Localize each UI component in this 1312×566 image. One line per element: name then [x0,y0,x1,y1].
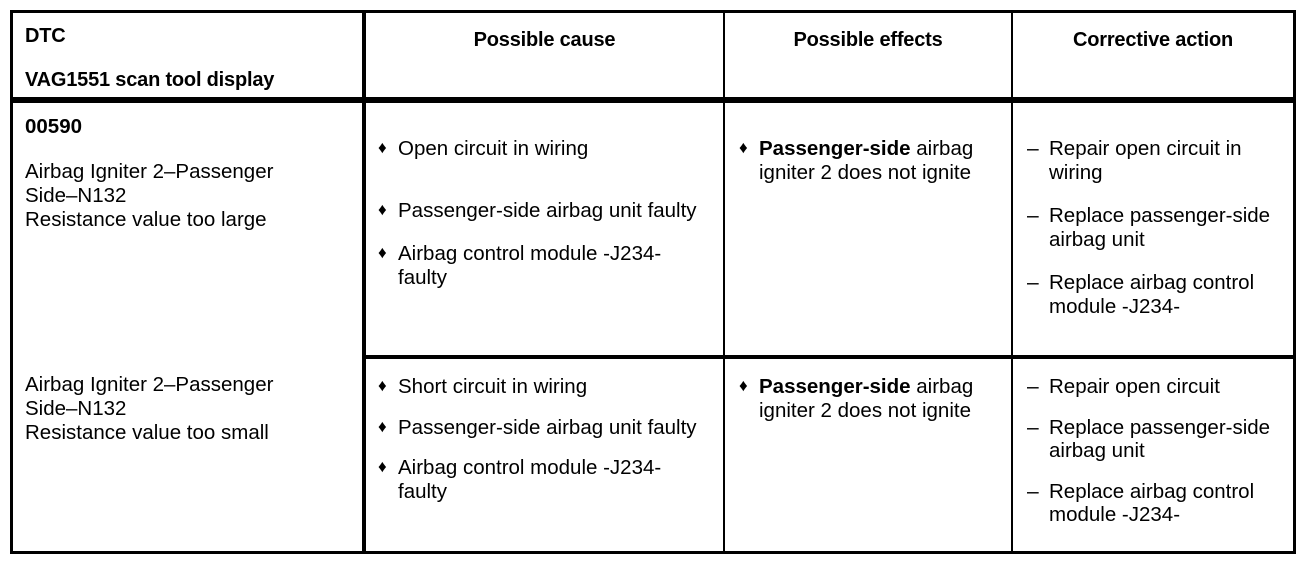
table-row: 00590 Airbag Igniter 2–Passenger Side–N1… [13,103,1293,355]
list-item: ♦ Airbag control module -J234- faulty [378,456,713,503]
corrective-action-list: – Repair open circuit in wiring – Replac… [1027,137,1289,318]
list-item-label: Airbag control module -J234- faulty [398,242,662,289]
list-item-label: Replace airbag control module -J234- [1049,271,1255,318]
cell-possible-effects: ♦ Passenger-side airbag igniter 2 does n… [725,355,1013,551]
diamond-bullet-icon: ♦ [739,376,748,395]
list-item: ♦ Passenger-side airbag igniter 2 does n… [739,137,1005,184]
diamond-bullet-icon: ♦ [378,138,387,157]
possible-cause-list: ♦ Open circuit in wiring ♦ Passenger-sid… [378,137,713,289]
dash-bullet-icon: – [1027,415,1039,439]
cell-dtc: 00590 Airbag Igniter 2–Passenger Side–N1… [13,103,366,355]
dash-bullet-icon: – [1027,137,1039,160]
list-item: ♦ Airbag control module -J234- faulty [378,242,713,289]
table-body: 00590 Airbag Igniter 2–Passenger Side–N1… [13,103,1293,551]
corrective-action-list: – Repair open circuit – Replace passenge… [1027,375,1289,527]
list-item-label: Open circuit in wiring [398,137,589,160]
dash-bullet-icon: – [1027,375,1039,398]
header-possible-effects-label: Possible effects [793,29,943,51]
dtc-description-line: Airbag Igniter 2–Passenger [25,373,274,396]
header-cell-possible-cause: Possible cause [366,13,725,97]
dash-bullet-icon: – [1027,204,1039,228]
diamond-bullet-icon: ♦ [378,457,387,477]
cell-corrective-action: – Repair open circuit in wiring – Replac… [1013,103,1293,355]
list-item-label: Replace passenger-side airbag unit [1049,415,1271,463]
list-item: ♦ Open circuit in wiring [378,137,713,161]
cell-possible-cause: ♦ Short circuit in wiring ♦ Passenger-si… [366,355,725,551]
dash-bullet-icon: – [1027,479,1039,503]
header-possible-cause-label: Possible cause [473,29,616,51]
table-header-row: DTC VAG1551 scan tool display Possible c… [13,13,1293,103]
list-item: ♦ Passenger-side airbag igniter 2 does n… [739,375,1005,422]
list-item: – Replace airbag control module -J234- [1027,271,1289,318]
dtc-description-line: Resistance value too large [25,208,267,232]
list-item: – Replace passenger-side airbag unit [1027,416,1289,463]
diamond-bullet-icon: ♦ [739,138,748,157]
header-cell-possible-effects: Possible effects [725,13,1013,97]
list-item: – Replace passenger-side airbag unit [1027,204,1289,251]
cell-possible-cause: ♦ Open circuit in wiring ♦ Passenger-sid… [366,103,725,355]
dtc-description-line: Side–N132 [25,396,127,420]
list-item: ♦ Short circuit in wiring [378,375,713,399]
cell-possible-effects: ♦ Passenger-side airbag igniter 2 does n… [725,103,1013,355]
list-item-label: Passenger-side airbag igniter 2 does not… [759,375,1005,422]
dtc-description-line: Side–N132 [25,184,127,208]
list-item: – Repair open circuit in wiring [1027,137,1289,184]
list-item-label: Repair open circuit in wiring [1049,137,1242,184]
list-item-label: Airbag control module -J234- faulty [398,456,662,503]
list-item-label: Passenger-side airbag igniter 2 does not… [759,137,1005,184]
dtc-description: Airbag Igniter 2–Passenger Side–N132 Res… [25,160,352,232]
effects-rest: airbag igniter 2 does not ignite [759,137,974,184]
dtc-code: 00590 [25,115,83,138]
list-item-label: Replace airbag control module -J234- [1049,479,1255,527]
list-item: – Repair open circuit [1027,375,1289,399]
dtc-description-line: Resistance value too small [25,420,269,444]
possible-effects-list: ♦ Passenger-side airbag igniter 2 does n… [739,375,1005,422]
diamond-bullet-icon: ♦ [378,376,387,395]
list-item: ♦ Passenger-side airbag unit faulty [378,416,713,440]
dtc-description: Airbag Igniter 2–Passenger Side–N132 Res… [25,373,352,445]
header-cell-dtc: DTC VAG1551 scan tool display [13,13,366,97]
header-dtc-line1: DTC [25,25,66,47]
possible-effects-list: ♦ Passenger-side airbag igniter 2 does n… [739,137,1005,184]
effects-emphasis: Passenger-side [759,137,911,160]
effects-rest: airbag igniter 2 does not ignite [759,375,974,422]
cell-corrective-action: – Repair open circuit – Replace passenge… [1013,355,1293,551]
header-corrective-action-label: Corrective action [1073,29,1233,51]
effects-emphasis: Passenger-side [759,375,911,398]
list-item: – Replace airbag control module -J234- [1027,480,1289,527]
list-item-label: Passenger-side airbag unit faulty [398,198,697,222]
list-item-label: Passenger-side airbag unit faulty [398,415,697,439]
dash-bullet-icon: – [1027,271,1039,295]
dtc-fault-table: DTC VAG1551 scan tool display Possible c… [10,10,1296,554]
cell-dtc: Airbag Igniter 2–Passenger Side–N132 Res… [13,355,366,551]
table-row: Airbag Igniter 2–Passenger Side–N132 Res… [13,355,1293,551]
possible-cause-list: ♦ Short circuit in wiring ♦ Passenger-si… [378,375,713,503]
list-item-label: Replace passenger-side airbag unit [1049,204,1271,251]
diamond-bullet-icon: ♦ [378,416,387,436]
diamond-bullet-icon: ♦ [378,243,387,263]
header-cell-corrective-action: Corrective action [1013,13,1293,97]
list-item-label: Short circuit in wiring [398,375,588,398]
diamond-bullet-icon: ♦ [378,199,387,219]
header-dtc-line2: VAG1551 scan tool display [25,69,275,91]
list-item-label: Repair open circuit [1049,375,1220,398]
list-item: ♦ Passenger-side airbag unit faulty [378,199,713,223]
dtc-description-line: Airbag Igniter 2–Passenger [25,160,274,184]
